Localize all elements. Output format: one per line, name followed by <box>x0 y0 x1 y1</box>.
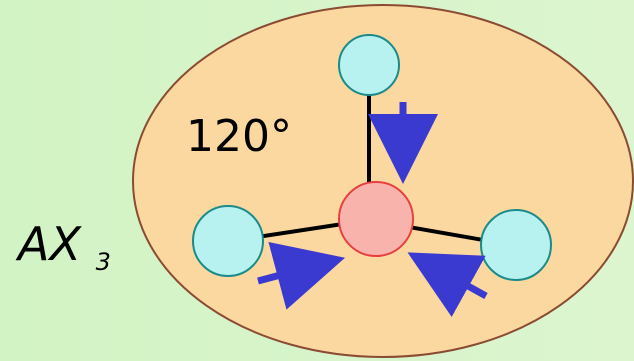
formula-main: AX <box>15 217 82 271</box>
angle-label: 120° <box>186 111 292 162</box>
outer-atom-top <box>338 34 400 96</box>
formula-label: AX 3 <box>15 217 111 276</box>
formula-subscript: 3 <box>96 248 111 276</box>
arrow-left <box>257 242 346 310</box>
outer-atom-left <box>192 205 264 277</box>
central-atom <box>338 181 414 257</box>
outer-atom-right <box>480 209 552 281</box>
arrow-right <box>407 252 488 317</box>
